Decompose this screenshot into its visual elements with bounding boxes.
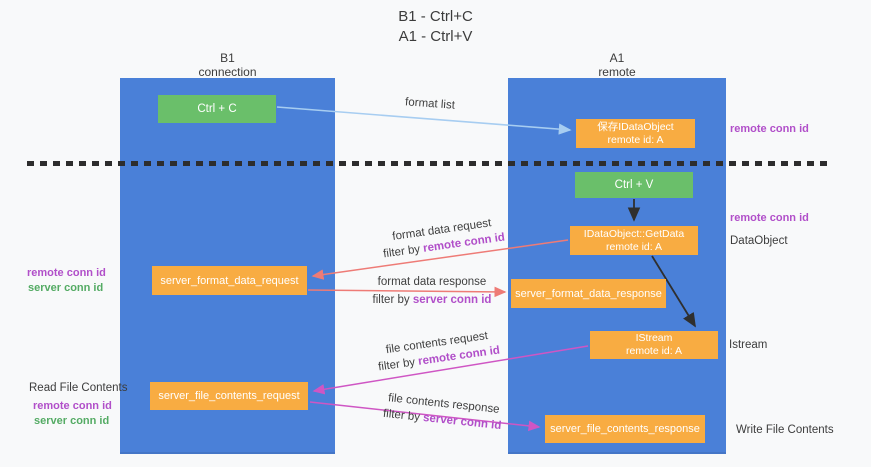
node-idataobject-getdata-line1: IDataObject::GetData (583, 227, 685, 240)
node-server-file-contents-response: server_file_contents_response (545, 415, 705, 443)
node-server-file-contents-request: server_file_contents_request (150, 382, 308, 410)
node-istream-line1: IStream (635, 332, 673, 344)
lane-a1-subtitle: remote (598, 65, 636, 79)
annotation-istream: Istream (729, 339, 768, 351)
node-save-idataobject-line1: 保存IDataObject (597, 120, 674, 133)
edge-label-format-list: format list (404, 96, 456, 112)
node-save-idataobject: 保存IDataObject remote id: A (576, 119, 695, 148)
node-server-format-data-response-label: server_format_data_response (515, 287, 662, 300)
diagram-title: B1 - Ctrl+C A1 - Ctrl+V (0, 7, 871, 47)
phase-separator-line (27, 161, 830, 166)
annotation-remote-conn-id-mid: remote conn id (730, 212, 809, 224)
node-save-idataobject-line2: remote id: A (607, 133, 664, 146)
annotation-remote-conn-id-top: remote conn id (730, 123, 809, 135)
edge-label-format-data-response: format data response filter by server co… (352, 273, 512, 309)
annotation-read-file-contents: Read File Contents (29, 382, 128, 394)
node-server-format-data-request-label: server_format_data_request (160, 274, 299, 287)
edge-label-format-data-request: format data request filter by remote con… (362, 211, 525, 265)
filter-prefix: filter by (382, 407, 424, 424)
edge-label-format-data-response-line1: format data response (377, 276, 487, 288)
lane-b1-name: B1 (220, 51, 235, 65)
lane-header-a1: A1 remote (508, 51, 726, 79)
annotation-dataobject: DataObject (730, 235, 788, 247)
lane-a1-name: A1 (609, 51, 625, 65)
node-ctrl-c: Ctrl + C (158, 95, 276, 123)
annotation-left-remote-conn-id-bottom: remote conn id (33, 400, 112, 412)
node-server-file-contents-response-label: server_file_contents_response (550, 423, 700, 435)
filter-prefix: filter by (382, 242, 425, 261)
edge-label-format-data-response-filter: filter by server conn id (352, 291, 512, 309)
node-istream-line2: remote id: A (625, 345, 683, 357)
title-line-2: A1 - Ctrl+V (398, 28, 473, 45)
node-ctrl-v: Ctrl + V (575, 172, 693, 198)
annotation-left-remote-conn-id-top: remote conn id (27, 267, 106, 279)
edge-label-file-contents-request: file contents request filter by remote c… (357, 324, 520, 378)
annotation-left-server-conn-id-bottom: server conn id (34, 415, 110, 427)
annotation-write-file-contents: Write File Contents (736, 424, 834, 436)
node-ctrl-c-label: Ctrl + C (197, 103, 237, 115)
title-line-1: B1 - Ctrl+C (398, 8, 473, 25)
edge-label-file-contents-response: file contents response filter by server … (362, 388, 524, 437)
node-server-format-data-response: server_format_data_response (511, 279, 666, 308)
filter-prefix: filter by (377, 355, 420, 374)
node-ctrl-v-label: Ctrl + V (614, 179, 654, 191)
lane-b1-subtitle: connection (198, 65, 257, 79)
filter-prefix: filter by (372, 294, 413, 306)
node-idataobject-getdata-line2: remote id: A (605, 240, 663, 253)
lane-header-b1: B1 connection (120, 51, 335, 79)
node-server-format-data-request: server_format_data_request (152, 266, 307, 295)
node-server-file-contents-request-label: server_file_contents_request (158, 390, 300, 402)
node-idataobject-getdata: IDataObject::GetData remote id: A (570, 226, 698, 255)
annotation-left-server-conn-id-top: server conn id (28, 282, 104, 294)
filter-key: server conn id (412, 294, 492, 306)
node-istream: IStream remote id: A (590, 331, 718, 359)
